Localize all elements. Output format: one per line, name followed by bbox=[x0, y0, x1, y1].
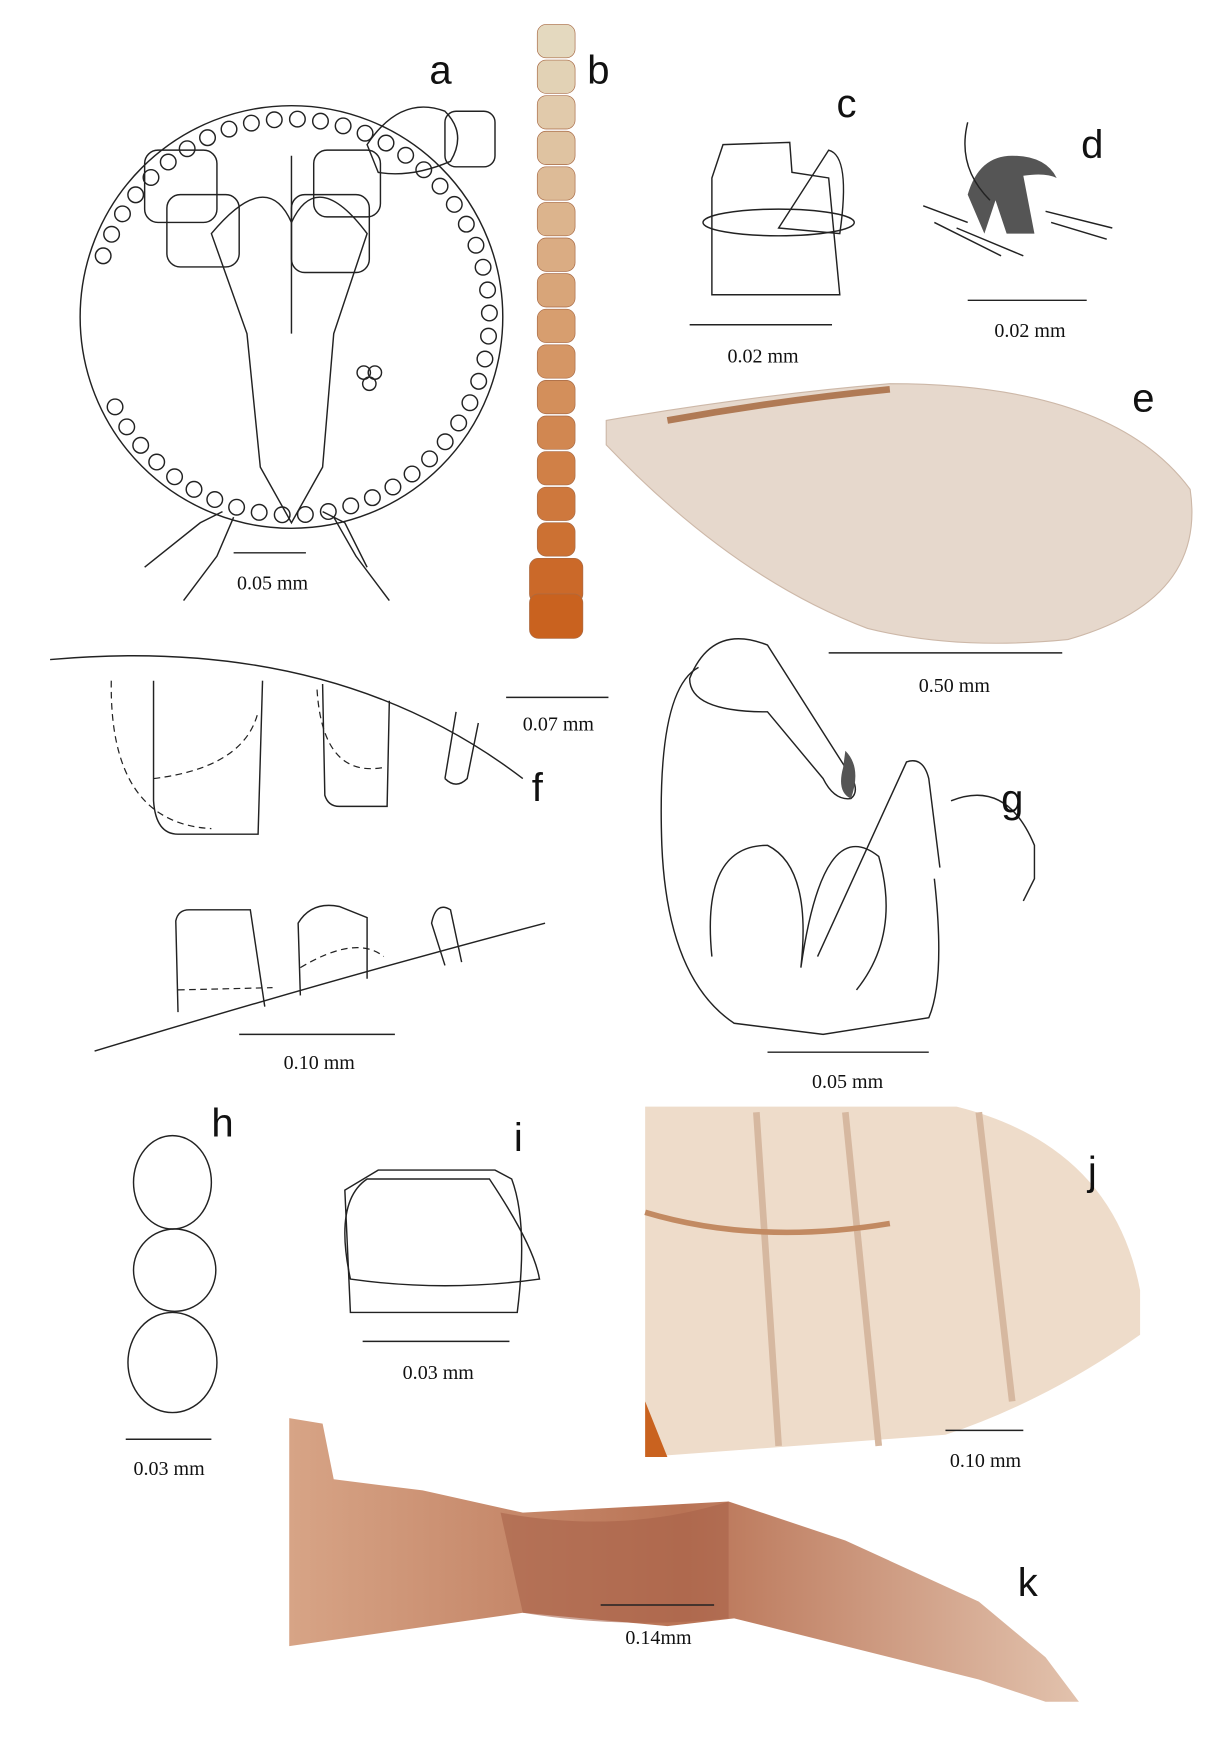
ommatidium bbox=[450, 414, 468, 432]
ommatidium bbox=[148, 453, 166, 471]
ommatidium bbox=[178, 140, 196, 158]
ommatidium bbox=[384, 478, 402, 496]
antenna-segment bbox=[536, 202, 576, 237]
panel-b-antenna-photo bbox=[529, 24, 584, 639]
ommatidium bbox=[431, 177, 449, 195]
scale-text-b: 0.07 mm bbox=[523, 714, 595, 736]
ommatidium bbox=[142, 168, 160, 186]
ommatidium bbox=[206, 491, 224, 509]
ommatidium bbox=[132, 436, 150, 454]
scale-text-h: 0.03 mm bbox=[134, 1458, 206, 1480]
scale-text-c: 0.02 mm bbox=[727, 346, 799, 368]
ommatidium bbox=[479, 281, 497, 299]
panel-label-j: j bbox=[1087, 1150, 1097, 1194]
antenna-segment bbox=[536, 380, 576, 415]
ommatidium bbox=[356, 124, 374, 142]
panel-e-wing-photo bbox=[605, 383, 1193, 644]
ommatidium bbox=[342, 497, 360, 515]
ommatidium bbox=[296, 505, 314, 523]
ommatidium bbox=[436, 433, 454, 451]
ommatidium bbox=[319, 503, 337, 521]
ommatidium bbox=[103, 225, 121, 243]
ommatidium bbox=[363, 489, 381, 507]
ommatidium bbox=[220, 120, 238, 138]
antenna-segment bbox=[536, 308, 576, 343]
panel-label-c: c bbox=[836, 82, 856, 126]
ommatidium bbox=[377, 134, 395, 152]
scale-text-f: 0.10 mm bbox=[284, 1052, 356, 1074]
panel-k-ovipositor-photo bbox=[289, 1418, 1079, 1702]
ommatidium bbox=[94, 247, 112, 265]
ommatidium bbox=[334, 117, 352, 135]
antenna-segment bbox=[536, 166, 576, 201]
ommatidium bbox=[480, 304, 498, 322]
antenna-segment bbox=[536, 237, 576, 272]
ommatidium bbox=[118, 418, 136, 436]
panel-label-g: g bbox=[1001, 777, 1023, 821]
panel-label-a: a bbox=[429, 48, 452, 92]
ommatidium bbox=[242, 114, 260, 132]
scale-text-g: 0.05 mm bbox=[812, 1071, 884, 1093]
ommatidium bbox=[166, 468, 184, 486]
ommatidium bbox=[199, 129, 217, 147]
scale-text-a: 0.05 mm bbox=[237, 572, 309, 594]
antenna-segment bbox=[536, 486, 576, 521]
ommatidium bbox=[445, 195, 463, 213]
panel-g-genitalia-drawing bbox=[660, 638, 1036, 1036]
antenna-segment bbox=[536, 59, 576, 94]
ommatidium bbox=[228, 498, 246, 516]
panel-j-abdomen-photo bbox=[644, 1106, 1141, 1458]
ommatidium bbox=[415, 161, 433, 179]
panel-label-h: h bbox=[211, 1102, 233, 1146]
panel-i-segment-drawing bbox=[344, 1169, 541, 1314]
antenna-segment bbox=[529, 593, 584, 639]
antenna-segment bbox=[536, 451, 576, 486]
antenna-segment bbox=[536, 130, 576, 165]
panel-a-head-drawing bbox=[79, 104, 504, 602]
ommatidium bbox=[127, 186, 145, 204]
ommatidium bbox=[457, 215, 475, 233]
panel-label-d: d bbox=[1081, 123, 1103, 167]
ommatidium bbox=[159, 153, 177, 171]
ommatidium bbox=[250, 503, 268, 521]
panel-label-f: f bbox=[532, 766, 544, 810]
antenna-segment bbox=[536, 273, 576, 308]
antenna-segment bbox=[536, 344, 576, 379]
panel-c-segment-drawing bbox=[702, 141, 855, 296]
panel-label-b: b bbox=[587, 48, 609, 92]
panel-d-claw-drawing bbox=[922, 122, 1113, 257]
ommatidium bbox=[474, 258, 492, 276]
ommatidium bbox=[403, 465, 421, 483]
antenna-segment bbox=[536, 95, 576, 130]
antenna-segment bbox=[536, 24, 576, 59]
panel-h-segments-drawing bbox=[127, 1134, 218, 1414]
panel-label-k: k bbox=[1018, 1561, 1039, 1605]
scale-text-d: 0.02 mm bbox=[994, 320, 1066, 342]
scale-text-j: 0.10 mm bbox=[950, 1450, 1022, 1472]
ommatidium bbox=[421, 450, 439, 468]
ommatidium bbox=[106, 398, 124, 416]
ommatidium bbox=[467, 236, 485, 254]
ommatidium bbox=[311, 112, 329, 130]
panel-label-i: i bbox=[514, 1116, 523, 1160]
antenna-segment bbox=[536, 415, 576, 450]
ommatidium bbox=[185, 480, 203, 498]
panel-f-tergites-drawing bbox=[50, 655, 546, 1052]
ommatidium bbox=[113, 205, 131, 223]
ommatidium bbox=[476, 350, 494, 368]
antenna-segment bbox=[536, 522, 576, 557]
ommatidium bbox=[470, 372, 488, 390]
scale-text-e: 0.50 mm bbox=[919, 675, 991, 697]
ommatidium bbox=[397, 146, 415, 164]
ommatidium bbox=[461, 394, 479, 412]
panel-label-e: e bbox=[1132, 377, 1154, 421]
scale-text-i: 0.03 mm bbox=[403, 1362, 475, 1384]
ommatidium bbox=[480, 327, 498, 345]
ommatidium bbox=[288, 110, 306, 128]
scale-text-k: 0.14mm bbox=[625, 1627, 692, 1649]
ommatidium bbox=[265, 111, 283, 129]
